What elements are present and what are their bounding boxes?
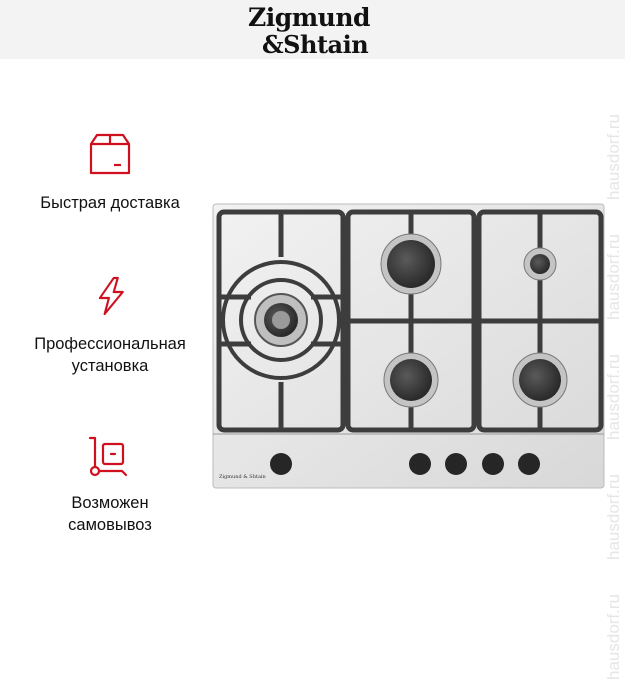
feature-label: Возможен самовывоз <box>0 492 220 536</box>
logo-line-2: &Shtain <box>262 30 369 59</box>
lightning-icon <box>98 276 124 316</box>
label-line: самовывоз <box>68 516 152 534</box>
knob <box>270 453 292 475</box>
gas-hob-image: Zigmund & Shtain <box>212 203 605 489</box>
box-icon <box>89 133 131 175</box>
knob <box>518 453 540 475</box>
grates <box>216 209 604 433</box>
feature-fast-delivery: Быстрая доставка <box>0 132 220 214</box>
watermark-text: hausdorf.ru <box>604 354 623 440</box>
label-line: установка <box>71 357 149 375</box>
feature-pickup: Возможен самовывоз <box>0 436 220 536</box>
label-line: Профессиональная <box>34 335 186 353</box>
watermark: hausdorf.ru hausdorf.ru hausdorf.ru haus… <box>600 0 625 680</box>
feature-label: Профессиональная установка <box>0 333 220 377</box>
label-line: Возможен <box>71 494 149 512</box>
watermark-text: hausdorf.ru <box>604 114 623 200</box>
feature-installation: Профессиональная установка <box>0 276 220 377</box>
watermark-text: hausdorf.ru <box>604 234 623 320</box>
cart-icon <box>88 436 128 477</box>
header: Zigmund &Shtain <box>0 0 625 59</box>
burners <box>254 233 568 408</box>
watermark-text: hausdorf.ru <box>604 474 623 560</box>
watermark-text: hausdorf.ru <box>604 594 623 680</box>
knob <box>445 453 467 475</box>
panel-brand: Zigmund & Shtain <box>219 474 267 480</box>
knob <box>482 453 504 475</box>
control-knobs <box>270 453 540 475</box>
knob <box>409 453 431 475</box>
feature-label: Быстрая доставка <box>40 194 180 212</box>
logo-line-1: Zigmund <box>248 3 371 32</box>
